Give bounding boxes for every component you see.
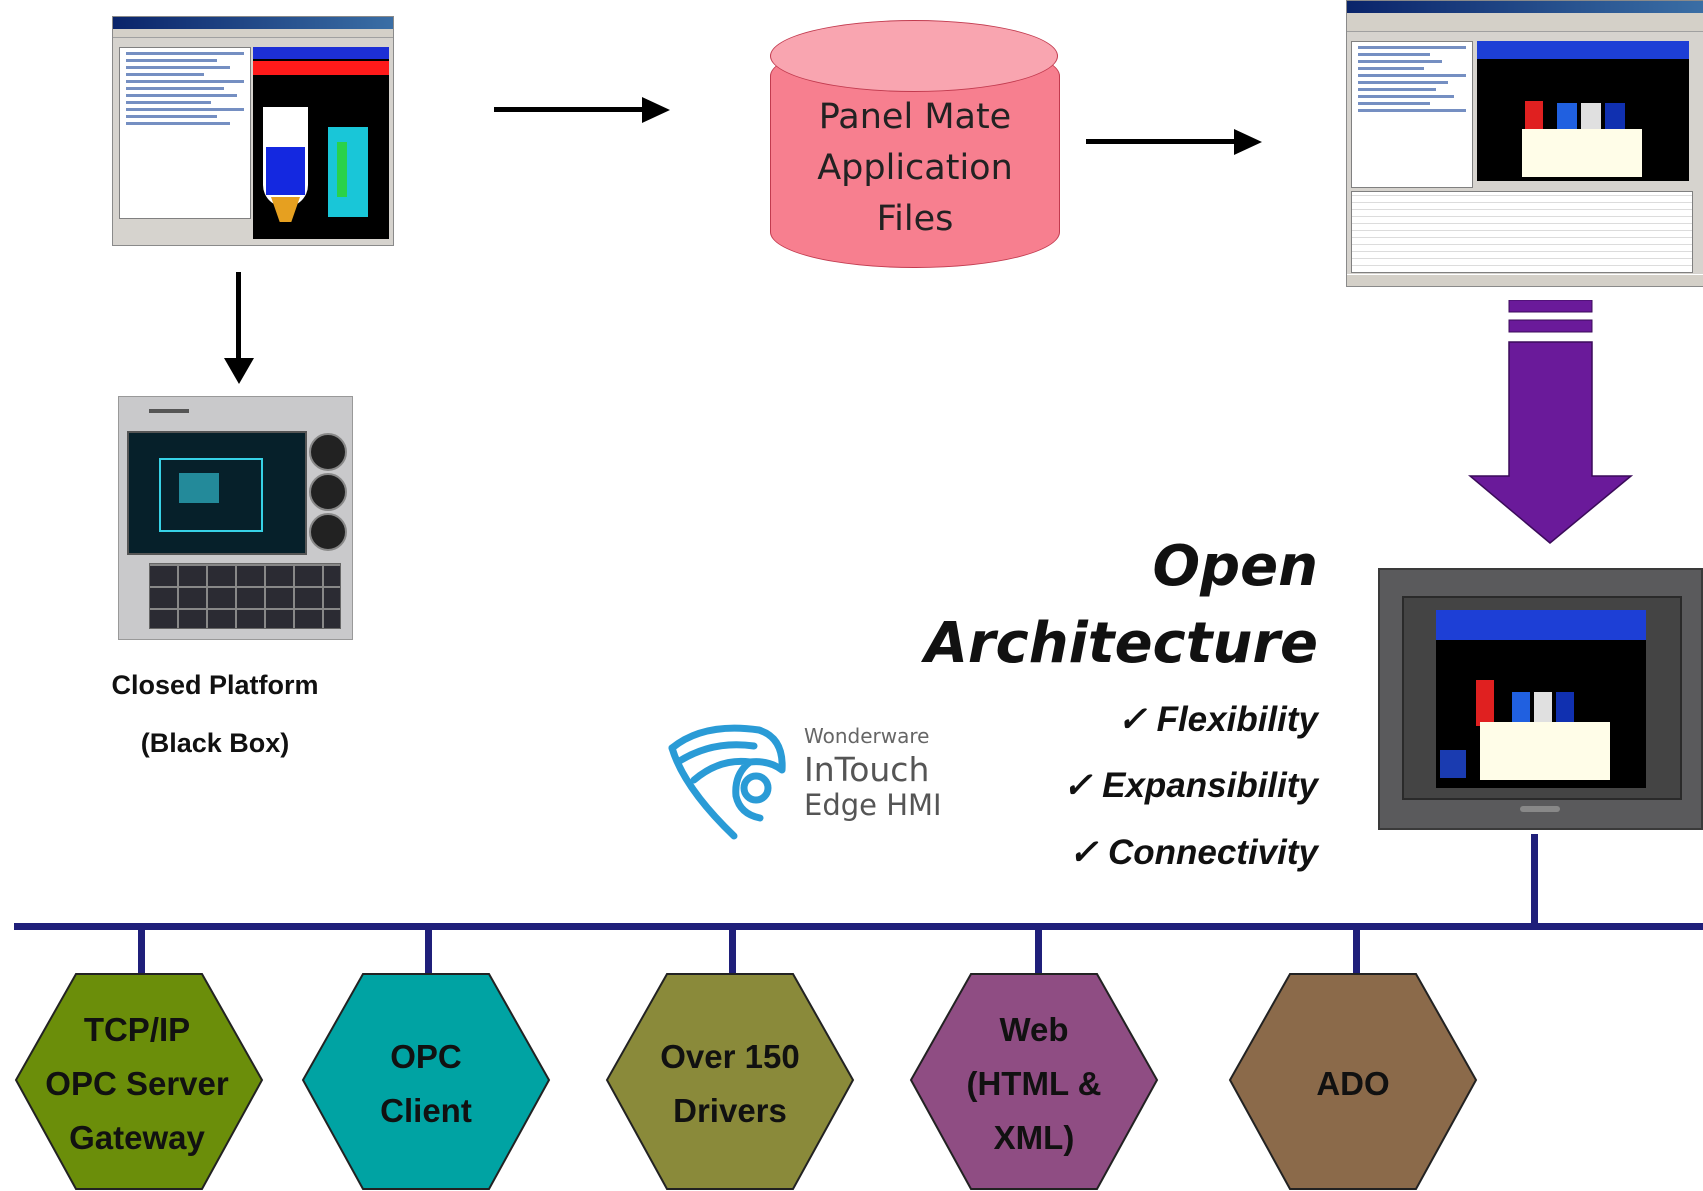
feature-flexibility: ✓ Flexibility — [1118, 700, 1319, 740]
hex-tcpip-gateway-label: TCP/IP OPC Server Gateway — [12, 1003, 262, 1165]
check-icon: ✓ — [1063, 766, 1103, 805]
hex-label-line: Over 150 — [660, 1038, 800, 1075]
black-box-label: (Black Box) — [140, 728, 290, 758]
hex-drivers — [605, 973, 855, 1190]
check-icon: ✓ — [1068, 833, 1108, 872]
hex-tcpip-gateway — [14, 973, 264, 1190]
bus-drop — [138, 928, 145, 974]
feature-expansibility-label: Expansibility — [1102, 766, 1318, 805]
bus-drop — [425, 928, 432, 974]
arrowhead-right-icon — [642, 97, 670, 123]
network-bus — [14, 923, 1703, 930]
open-panel-terminal — [1378, 568, 1703, 830]
bus-drop — [729, 928, 736, 974]
database-label-line3: Files — [876, 199, 954, 239]
hex-label-line: Gateway — [69, 1119, 205, 1156]
hex-opc-client — [301, 973, 551, 1190]
hex-label-line: OPC — [390, 1038, 462, 1075]
logo-brand: Wonderware — [804, 724, 930, 748]
big-download-arrow-icon — [1468, 300, 1633, 544]
closed-panel-terminal — [118, 396, 353, 640]
feature-expansibility: ✓ Expansibility — [1063, 766, 1318, 806]
arrowhead-right-icon — [1234, 129, 1262, 155]
database-label-line2: Application — [817, 148, 1013, 188]
hex-web-label: Web (HTML & XML) — [909, 1003, 1159, 1165]
hex-ado-label: ADO — [1228, 1057, 1478, 1111]
hex-web — [909, 973, 1159, 1190]
open-architecture-title-line1: Open — [1152, 534, 1318, 599]
open-architecture-title: Open Architecture — [925, 528, 1318, 682]
open-architecture-title-line2: Architecture — [924, 611, 1318, 676]
arrow-config-to-database — [494, 107, 644, 112]
hex-label-line: XML) — [993, 1119, 1075, 1156]
hex-label-line: Drivers — [673, 1092, 787, 1129]
hex-ado — [1228, 973, 1478, 1190]
arrow-config-to-closed — [236, 272, 241, 364]
hex-label-line: Client — [380, 1092, 472, 1129]
logo-product-line2: Edge HMI — [804, 788, 942, 822]
hex-opc-client-label: OPC Client — [301, 1030, 551, 1138]
bus-riser — [1531, 834, 1538, 926]
hex-label-line: Web — [999, 1011, 1069, 1048]
bus-drop — [1035, 928, 1042, 974]
arrowhead-down-icon — [224, 358, 254, 384]
hex-drivers-label: Over 150 Drivers — [605, 1030, 855, 1138]
feature-flexibility-label: Flexibility — [1156, 700, 1318, 739]
hex-label-line: TCP/IP — [83, 1011, 191, 1048]
feature-connectivity-label: Connectivity — [1107, 833, 1318, 872]
hex-label-line: OPC Server — [45, 1065, 229, 1102]
arrow-database-to-intouch — [1086, 139, 1236, 144]
database-label: Panel Mate Application Files — [770, 92, 1060, 245]
feature-connectivity: ✓ Connectivity — [1069, 833, 1318, 873]
wonderware-logo — [668, 724, 786, 840]
hex-label-line: (HTML & — [966, 1065, 1102, 1102]
closed-platform-label: Closed Platform — [111, 670, 319, 700]
intouch-studio-screenshot — [1346, 0, 1703, 287]
bus-drop — [1353, 928, 1360, 974]
hex-label-line: ADO — [1316, 1065, 1390, 1102]
logo-product-line1: InTouch — [804, 750, 930, 789]
database-label-line1: Panel Mate — [818, 97, 1012, 137]
panelmate-config-screenshot — [112, 16, 394, 246]
check-icon: ✓ — [1117, 700, 1157, 739]
database-cylinder-top — [770, 20, 1058, 92]
